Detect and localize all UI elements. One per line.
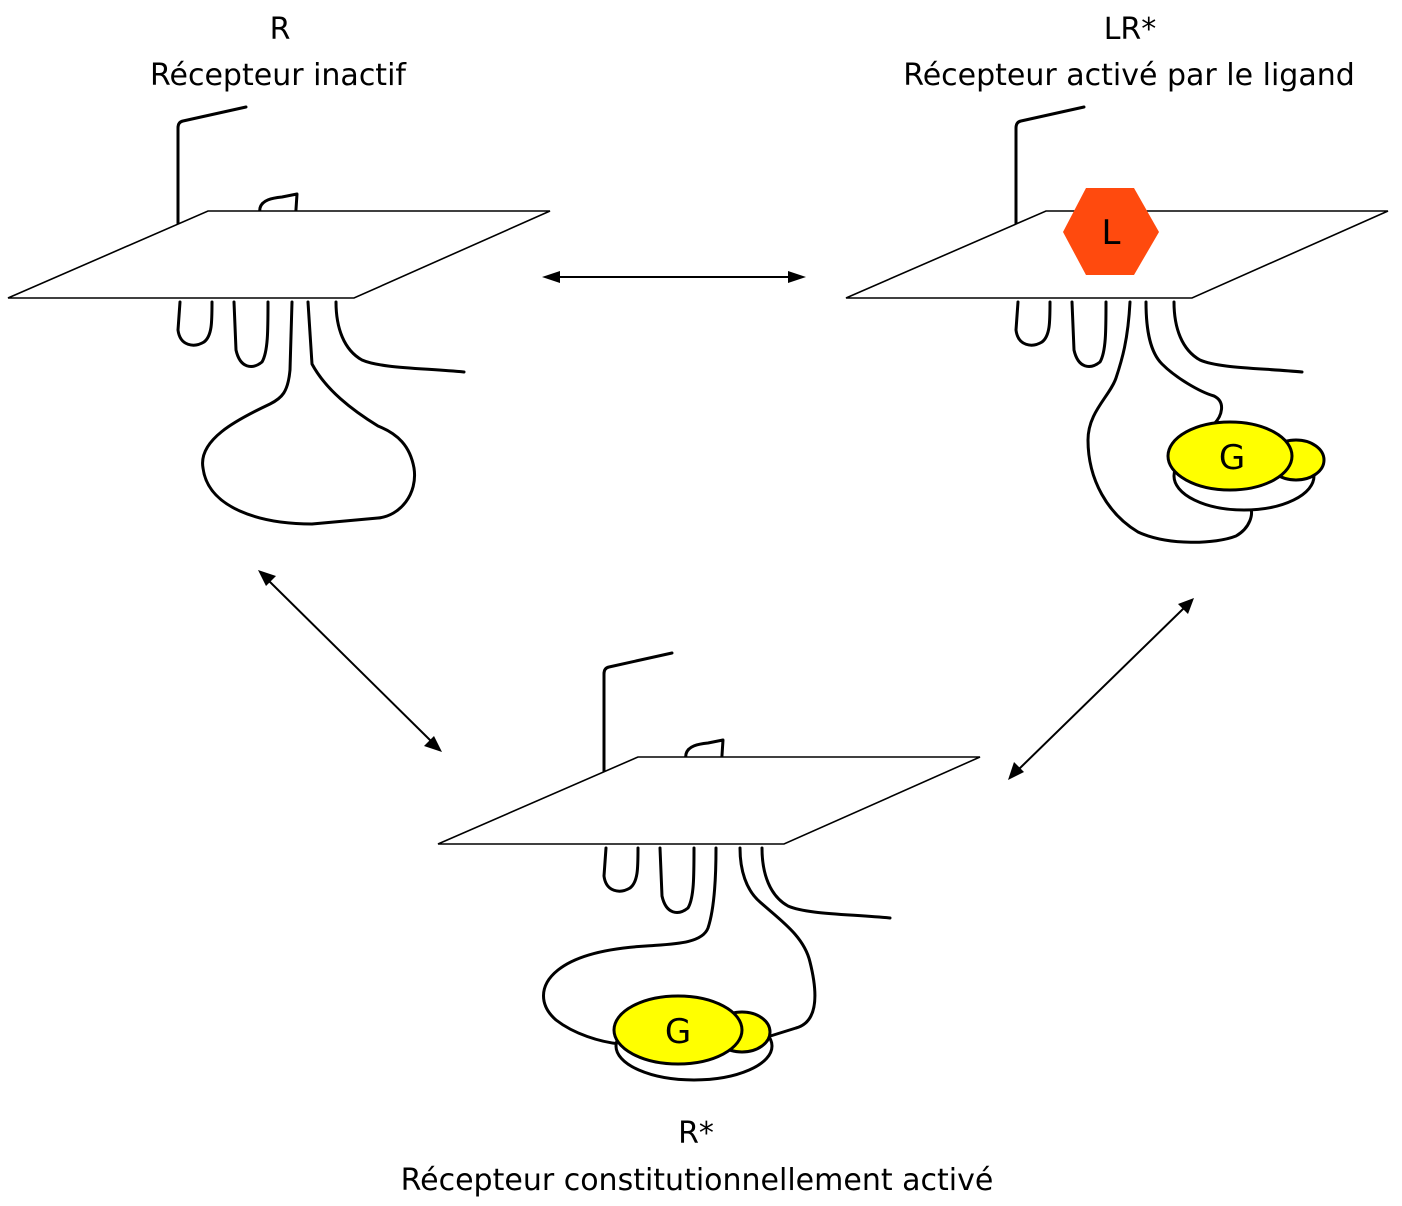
cell-membrane	[437, 756, 981, 845]
arrow-inactive-to-ligand-activated	[542, 271, 806, 283]
ligand-hexagon	[1063, 188, 1159, 275]
c-terminus	[334, 300, 466, 374]
n-terminus	[602, 651, 674, 810]
ligand-label: L	[1102, 213, 1121, 253]
arrow-inactive-to-constitutive	[258, 570, 442, 752]
ligand-activated-state-label: Récepteur activé par le ligand	[903, 58, 1355, 93]
g-protein-label: G	[1219, 438, 1245, 478]
intracellular-loop-1	[176, 300, 214, 347]
constitutive-state-label: Récepteur constitutionnellement activé	[401, 1163, 994, 1198]
intracellular-loop-1	[1014, 300, 1052, 347]
receptor-body	[542, 846, 817, 1046]
n-terminus	[176, 105, 248, 264]
cell-membrane	[7, 210, 551, 299]
receptor-body	[1086, 300, 1253, 544]
receptor-ligand-activated: L G	[845, 105, 1389, 544]
g-protein: G	[612, 994, 774, 1082]
inactive-state-symbol: R	[270, 12, 291, 47]
ligand: L	[1063, 188, 1159, 275]
receptor-constitutive: G	[437, 651, 981, 1082]
g-protein-subunit-large	[1166, 420, 1294, 492]
intracellular-loop-2	[232, 300, 270, 368]
g-protein-label: G	[665, 1012, 691, 1052]
g-protein: G	[1166, 420, 1326, 512]
c-terminus	[760, 846, 892, 920]
ligand-activated-state-symbol: LR*	[1104, 12, 1157, 47]
n-terminus	[1014, 105, 1086, 264]
receptor-body	[201, 300, 417, 526]
constitutive-state-symbol: R*	[678, 1116, 714, 1151]
extracellular-loop-2	[252, 192, 299, 272]
g-protein-subunit-large	[612, 994, 744, 1066]
arrow-constitutive-to-ligand-activated	[1008, 598, 1194, 780]
intracellular-loop-2	[658, 846, 696, 914]
intracellular-loop-1	[602, 846, 640, 893]
intracellular-loop-2	[1070, 300, 1108, 368]
receptor-inactive	[7, 105, 551, 526]
inactive-state-label: Récepteur inactif	[150, 58, 407, 93]
c-terminus	[1172, 300, 1304, 374]
extracellular-loop-2	[678, 738, 725, 818]
